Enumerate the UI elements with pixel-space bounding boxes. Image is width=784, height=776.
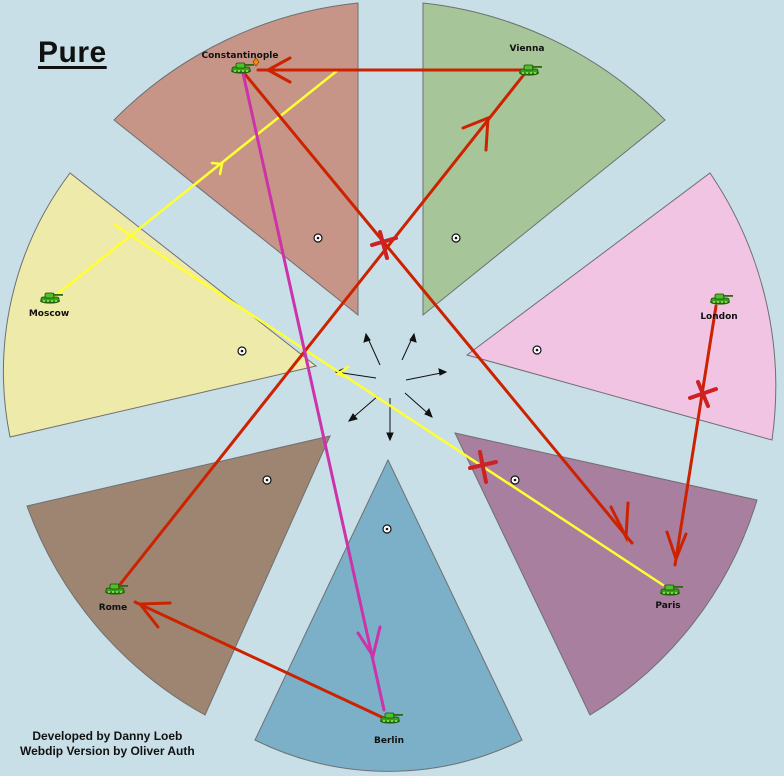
move-line-constantinople-paris bbox=[242, 71, 634, 545]
support-arrowhead bbox=[210, 161, 224, 176]
territory-constantinople[interactable] bbox=[113, 2, 359, 317]
territory-rome[interactable] bbox=[26, 435, 331, 716]
move-arrowhead bbox=[461, 115, 490, 152]
failed-x-icon bbox=[468, 450, 498, 484]
territory-paris[interactable] bbox=[454, 432, 758, 716]
map-title: Pure bbox=[38, 36, 107, 69]
territory-london[interactable] bbox=[465, 172, 777, 441]
move-line-london-paris bbox=[673, 304, 718, 567]
city-label-moscow: Moscow bbox=[29, 309, 69, 319]
support-arrowhead bbox=[335, 365, 351, 380]
move-orders bbox=[116, 56, 718, 722]
credits: Developed by Danny Loeb Webdip Version b… bbox=[20, 729, 195, 759]
convoy-order bbox=[241, 71, 386, 712]
city-label-rome: Rome bbox=[99, 603, 128, 613]
failed-x-icon bbox=[370, 230, 398, 260]
city-label-paris: Paris bbox=[655, 601, 680, 611]
city-label-vienna: Vienna bbox=[510, 44, 545, 54]
move-line-rome-vienna bbox=[116, 70, 528, 589]
credit-line-webdip: Webdip Version by Oliver Auth bbox=[20, 744, 195, 758]
move-arrowhead bbox=[665, 530, 688, 564]
move-arrowhead bbox=[609, 501, 630, 543]
center-compass bbox=[334, 332, 448, 442]
failed-order-marks bbox=[370, 230, 718, 484]
city-label-berlin: Berlin bbox=[374, 736, 404, 746]
dislodged-marker-icon bbox=[252, 57, 260, 67]
move-arrowhead bbox=[136, 601, 172, 629]
city-label-london: London bbox=[700, 312, 737, 322]
territory-berlin[interactable] bbox=[254, 458, 523, 772]
territory-moscow[interactable] bbox=[3, 172, 318, 438]
move-line-berlin-rome bbox=[133, 600, 390, 722]
support-orders bbox=[53, 68, 665, 587]
failed-x-icon bbox=[688, 380, 718, 408]
city-label-constantinople: Constantinople bbox=[202, 51, 279, 61]
convoy-line-constantinople-berlin bbox=[241, 71, 386, 712]
territory-vienna[interactable] bbox=[422, 2, 666, 317]
move-arrowhead bbox=[264, 56, 292, 84]
support-line-paris bbox=[113, 223, 665, 587]
credit-line-developer: Developed by Danny Loeb bbox=[32, 729, 183, 743]
support-line-moscow bbox=[53, 68, 340, 298]
convoy-arrowhead bbox=[356, 625, 382, 660]
